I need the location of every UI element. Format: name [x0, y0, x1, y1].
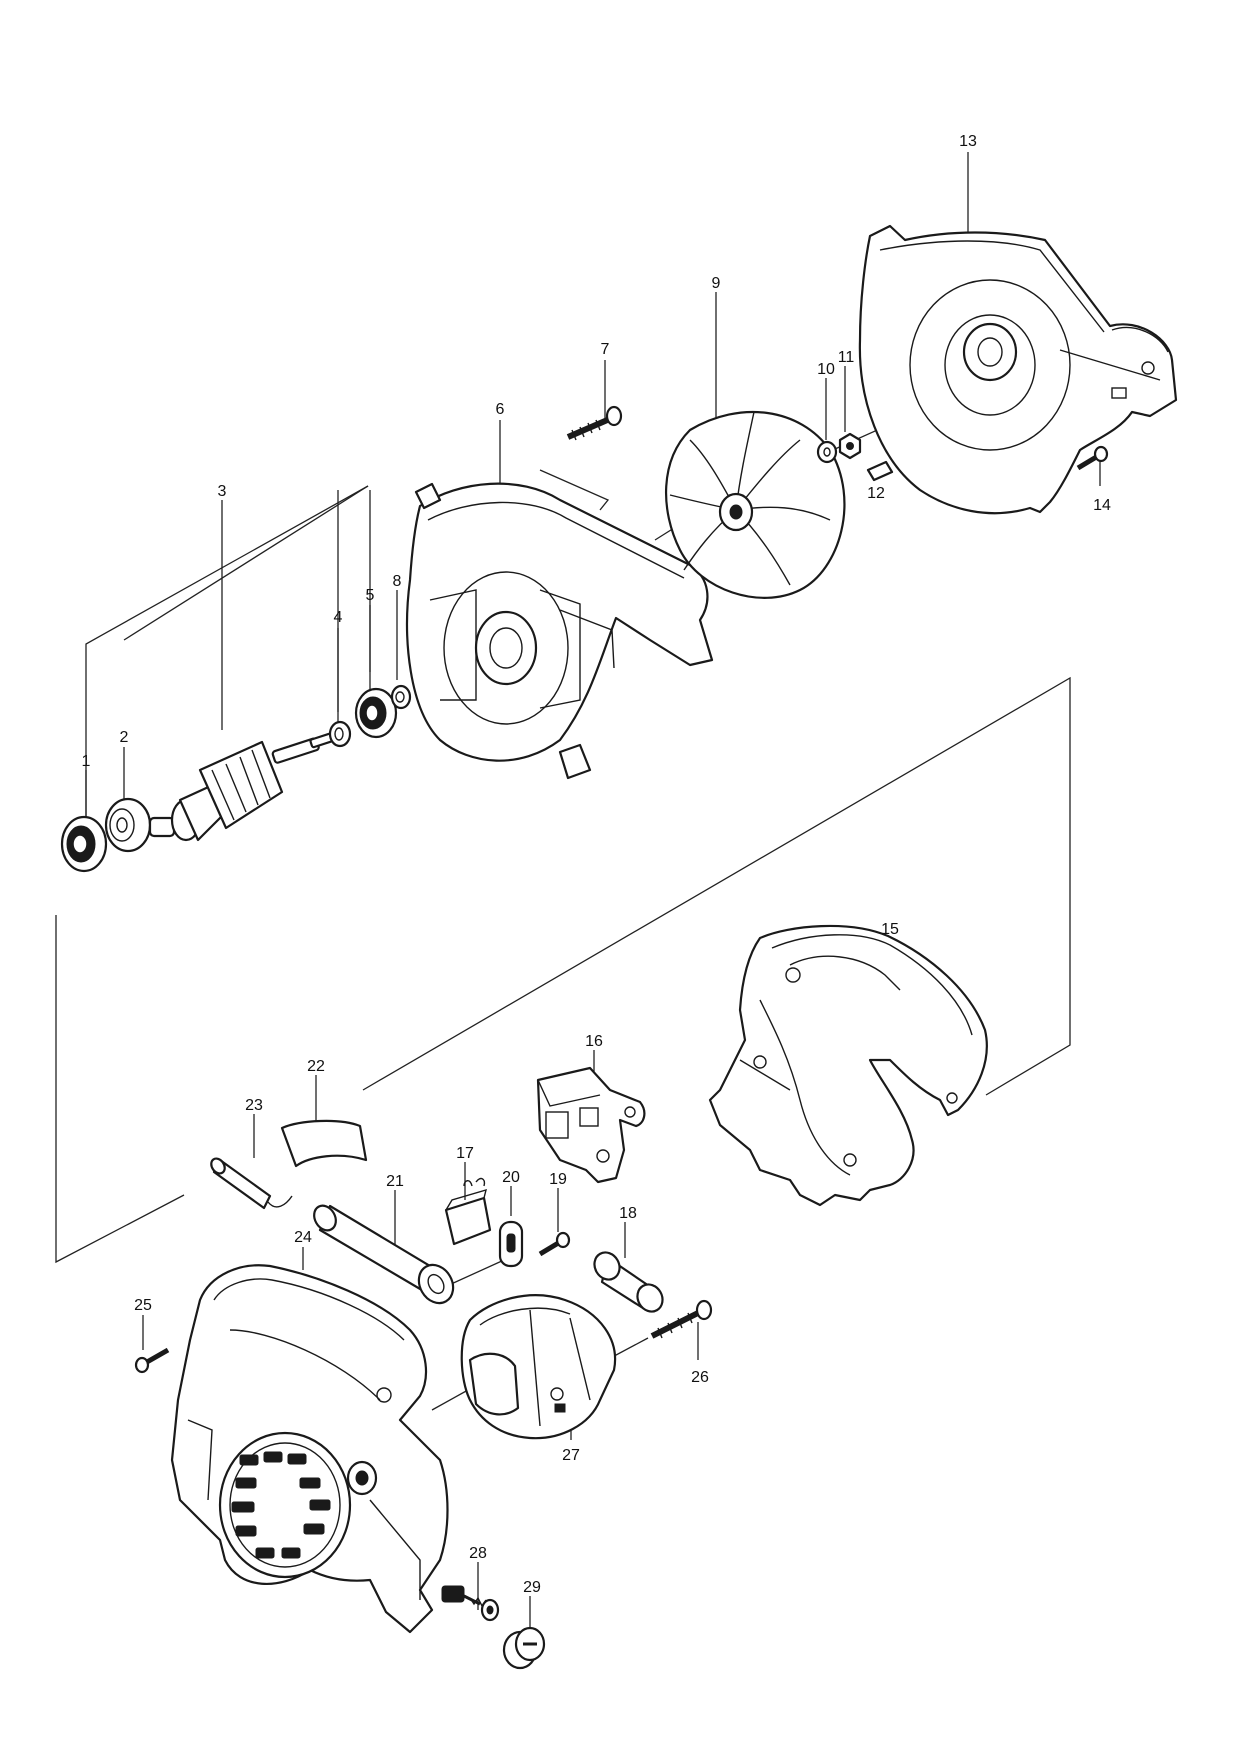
part-28-carbon-brush: [441, 1585, 500, 1622]
part-label-4: 4: [334, 609, 343, 626]
part-24-motor-housing: [170, 1264, 449, 1634]
part-label-26: 26: [691, 1369, 709, 1386]
part-label-24: 24: [294, 1229, 312, 1246]
part-20-strain-relief: [498, 1220, 524, 1268]
part-label-2: 2: [120, 729, 129, 746]
part-12-name-plate: [866, 460, 894, 482]
part-1-ball-bearing: [60, 815, 108, 873]
part-4-flat-washer: [328, 720, 352, 748]
part-label-10: 10: [817, 361, 835, 378]
part-17-capacitor: [444, 1177, 492, 1246]
part-label-14: 14: [1093, 497, 1111, 514]
part-27-field: [460, 1294, 617, 1440]
part-11-hex-nut: [838, 432, 862, 460]
part-label-21: 21: [386, 1173, 404, 1190]
part-label-16: 16: [585, 1033, 603, 1050]
part-label-12: 12: [867, 485, 885, 502]
part-18-sleeve: [593, 1251, 664, 1313]
part-6-fan-housing: [406, 482, 714, 780]
part-label-17: 17: [456, 1145, 474, 1162]
part-5-ball-bearing: [354, 687, 398, 739]
part-label-11: 11: [838, 349, 855, 366]
part-labels: 1 2 3 4 5 6 7 8 9 10 11 12 13 14 15 16 1…: [82, 133, 1111, 1596]
part-15-handle-set: [708, 924, 988, 1207]
part-label-28: 28: [469, 1545, 487, 1562]
part-label-6: 6: [496, 401, 505, 418]
part-3-armature: [148, 732, 334, 842]
part-29-brush-holder-cap: [502, 1626, 546, 1670]
part-label-7: 7: [601, 341, 610, 358]
part-8-flat-washer: [390, 684, 412, 710]
part-label-29: 29: [523, 1579, 541, 1596]
part-label-8: 8: [393, 573, 402, 590]
part-label-15: 15: [881, 921, 899, 938]
part-2-insulation-washer: [104, 797, 152, 853]
part-label-23: 23: [245, 1097, 263, 1114]
part-23-noise-suppressor: [210, 1157, 293, 1210]
part-10-flat-washer: [816, 440, 838, 464]
part-label-1: 1: [82, 753, 91, 770]
part-16-switch: [536, 1066, 646, 1184]
part-9-fan: [665, 410, 846, 599]
part-label-22: 22: [307, 1058, 325, 1075]
part-label-20: 20: [502, 1169, 520, 1186]
part-7-tapping-screw: [566, 405, 623, 441]
part-25-tapping-screw: [134, 1347, 170, 1374]
part-label-27: 27: [562, 1447, 580, 1464]
part-label-9: 9: [712, 275, 721, 292]
part-label-25: 25: [134, 1297, 152, 1314]
part-19-tapping-screw: [538, 1231, 571, 1257]
part-22-label: [280, 1119, 368, 1168]
part-14-tapping-screw: [1076, 445, 1109, 471]
part-label-13: 13: [959, 133, 977, 150]
part-label-18: 18: [619, 1205, 637, 1222]
part-label-3: 3: [218, 483, 227, 500]
part-26-tapping-screw: [650, 1299, 713, 1339]
part-21-cord-guard: [313, 1204, 455, 1305]
part-label-19: 19: [549, 1171, 567, 1188]
part-label-5: 5: [366, 587, 375, 604]
part-13-housing-cover: [858, 224, 1178, 515]
